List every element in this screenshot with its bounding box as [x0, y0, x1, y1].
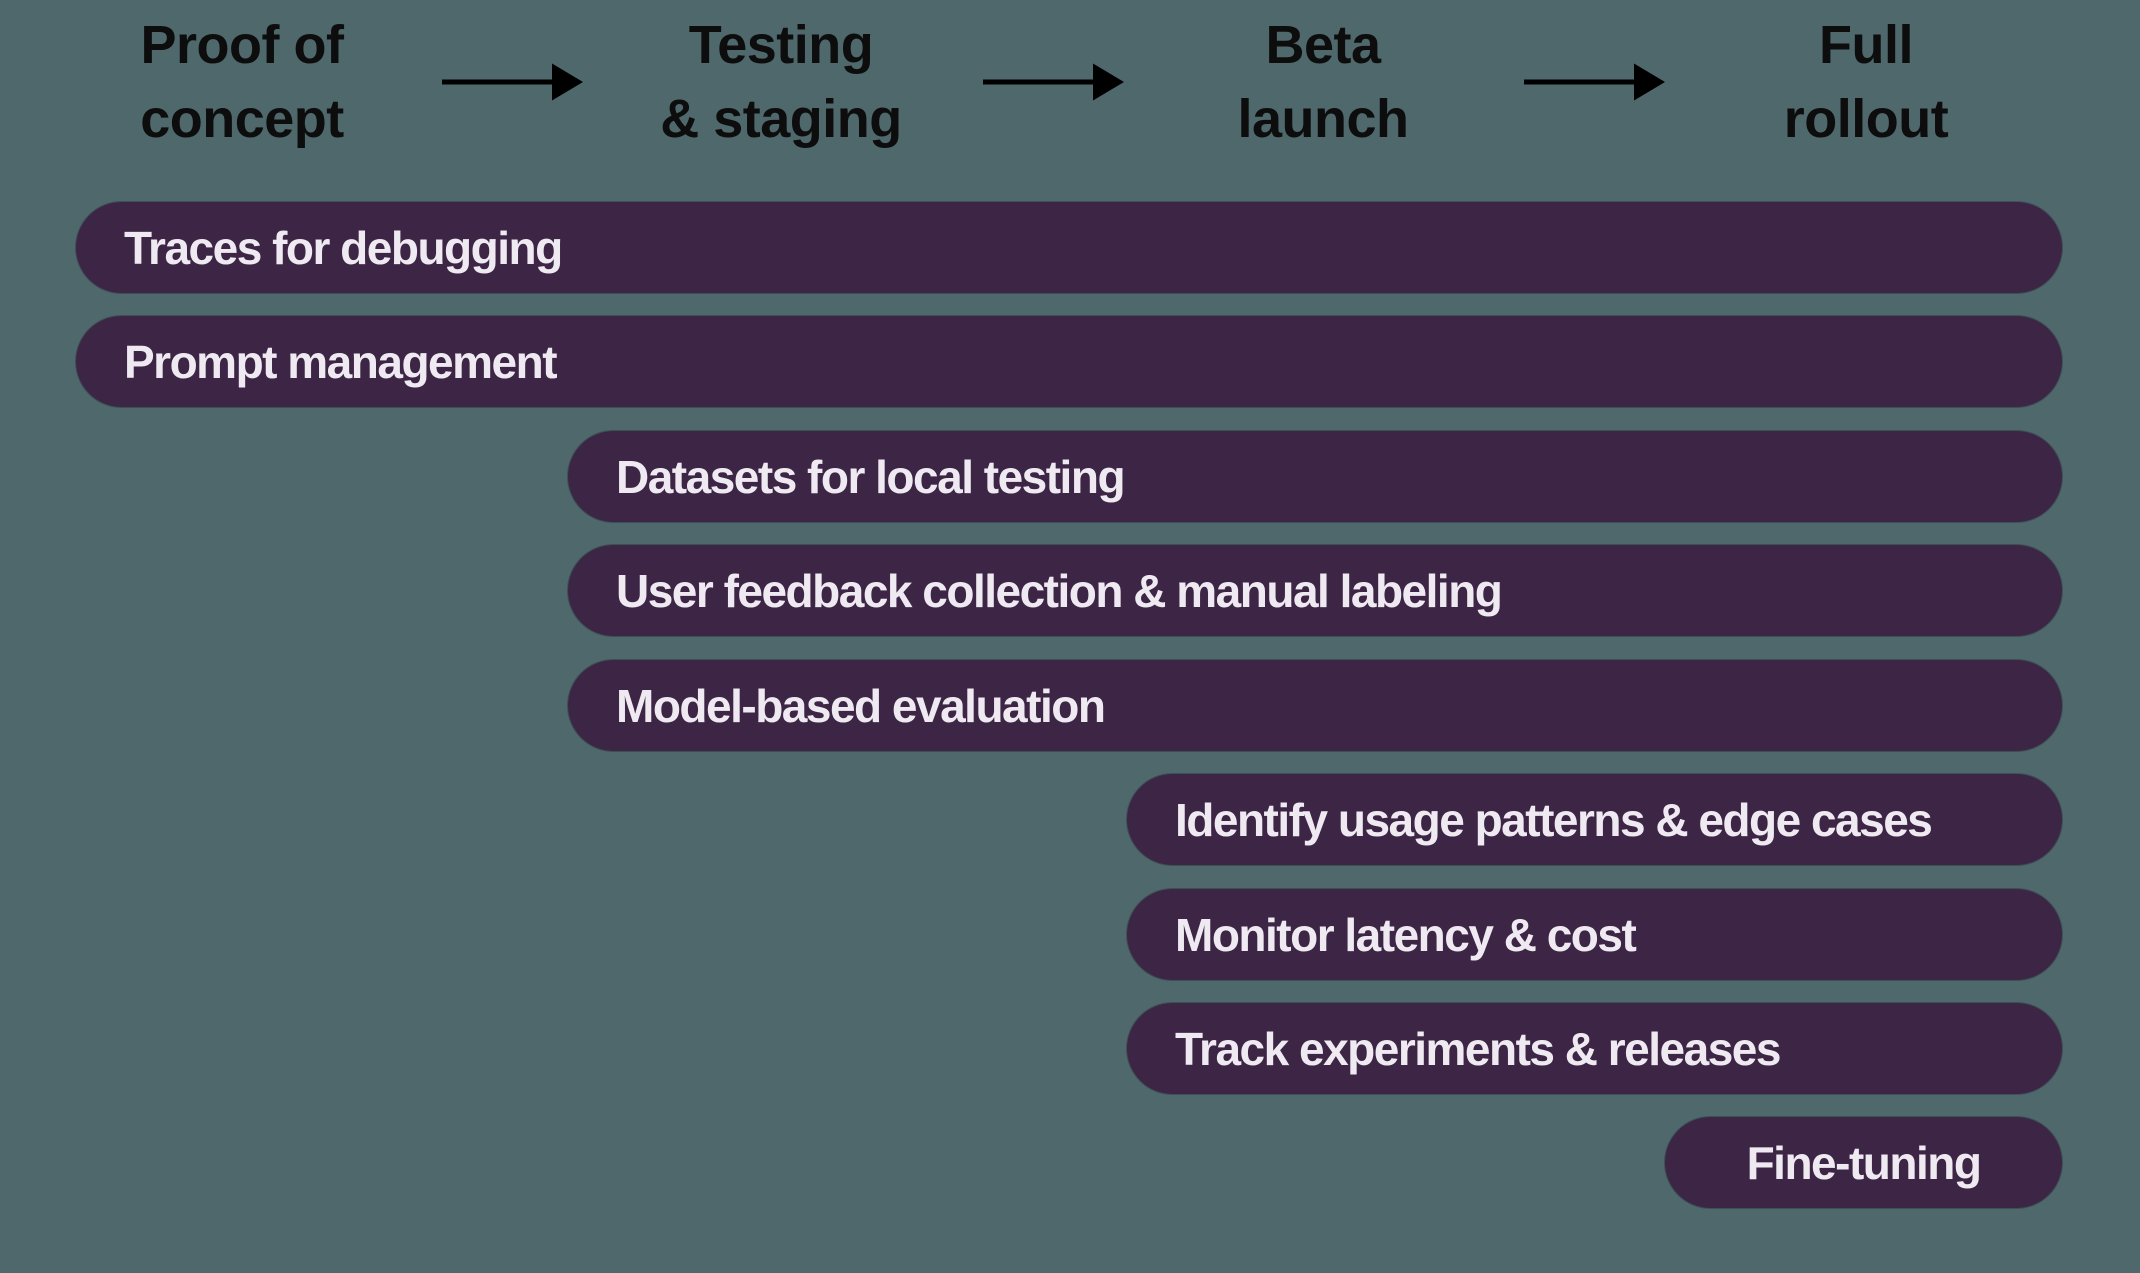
bar-datasets-for-local-testing: Datasets for local testing	[568, 431, 2062, 522]
bar-label: Identify usage patterns & edge cases	[1175, 793, 1933, 846]
bar-label: Model-based evaluation	[616, 679, 1106, 732]
bar-label: Monitor latency & cost	[1175, 908, 1637, 961]
bar-label: Track experiments & releases	[1175, 1022, 1781, 1075]
stage-testing-staging: Testing & staging	[660, 15, 902, 149]
arrow-right-icon	[1524, 63, 1665, 101]
bar-model-based-evaluation: Model-based evaluation	[568, 660, 2062, 751]
bar-track-experiments-releases: Track experiments & releases	[1127, 1003, 2062, 1094]
stage-beta-launch: Beta launch	[1237, 15, 1409, 149]
stage-proof-of-concept: Proof of concept	[140, 15, 344, 149]
bar-label: Datasets for local testing	[616, 450, 1126, 503]
bar-user-feedback-collection: User feedback collection & manual labeli…	[568, 545, 2062, 636]
bar-prompt-management: Prompt management	[76, 316, 2062, 407]
bar-monitor-latency-cost: Monitor latency & cost	[1127, 889, 2062, 980]
bar-label: Fine-tuning	[1746, 1136, 1982, 1189]
bar-identify-usage-patterns: Identify usage patterns & edge cases	[1127, 774, 2062, 865]
bar-traces-for-debugging: Traces for debugging	[76, 202, 2062, 293]
bar-label: Prompt management	[124, 335, 558, 388]
arrow-right-icon	[983, 63, 1124, 101]
bar-label: User feedback collection & manual labeli…	[616, 564, 1503, 617]
bar-label: Traces for debugging	[124, 221, 563, 274]
bar-fine-tuning: Fine-tuning	[1665, 1117, 2062, 1208]
arrow-right-icon	[442, 63, 583, 101]
stage-full-rollout: Full rollout	[1783, 15, 1949, 149]
